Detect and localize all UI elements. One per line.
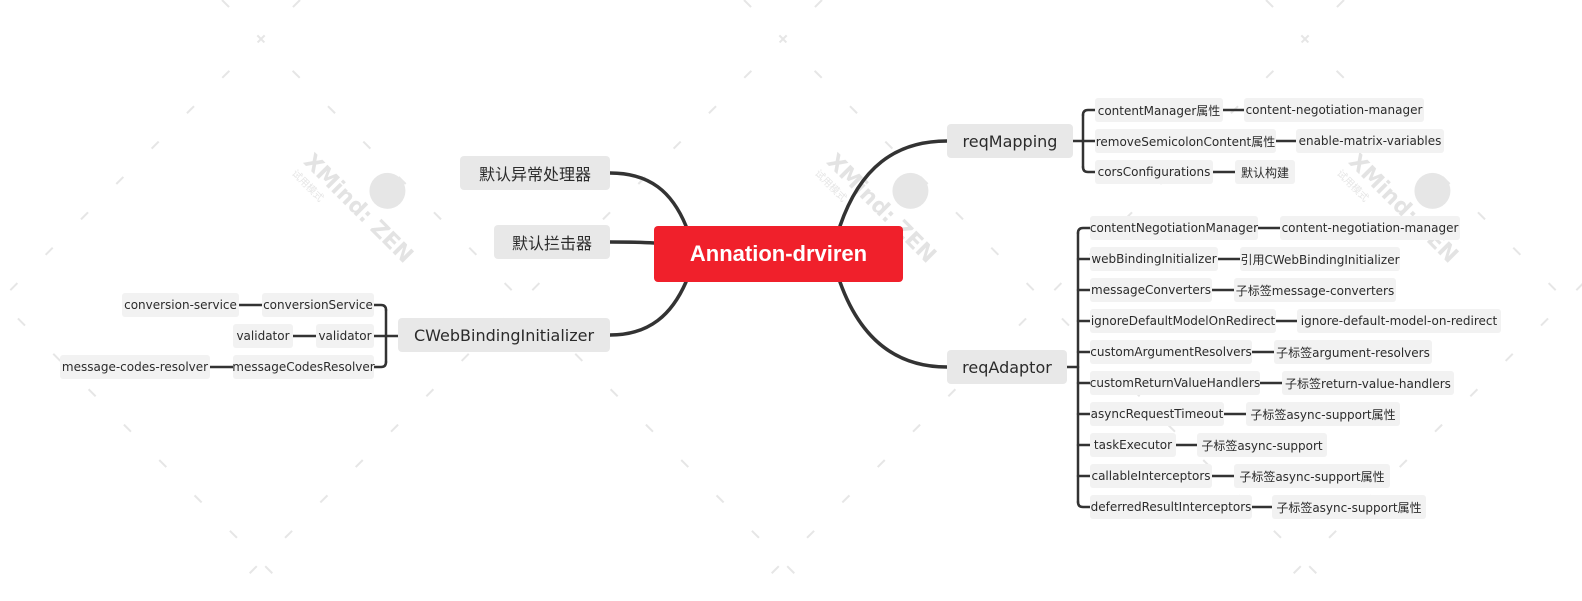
central-topic[interactable]: Annation-drviren [654,226,903,282]
value-async-support-attr-2[interactable]: 子标签async-support属性 [1234,464,1390,488]
connector-central-reqadaptor [838,280,949,369]
subtopic-messagecodesresolver[interactable]: messageCodesResolver [232,355,375,379]
subtopic-validator[interactable]: validator [316,324,374,348]
watermark-sub-text: 试用模式 [812,167,849,204]
subtopic-messageconverters[interactable]: messageConverters [1090,278,1212,302]
subtopic-deferredresultinterceptors[interactable]: deferredResultInterceptors [1090,495,1252,519]
value-async-support-attr-3[interactable]: 子标签async-support属性 [1272,495,1426,519]
subtopic-contentnegotiationmanager[interactable]: contentNegotiationManager [1090,216,1258,240]
value-message-converters[interactable]: 子标签message-converters [1234,278,1396,302]
subtopic-customargumentresolvers[interactable]: customArgumentResolvers [1090,340,1252,364]
bracket-cwebbinding-branch-0 [372,303,388,312]
connector-central-cwebbinding [608,280,688,337]
value-ref-cwebbindinginitializer[interactable]: 引用CWebBindingInitializer [1240,247,1400,271]
subtopic-contentmanager[interactable]: contentManager属性 [1095,98,1223,122]
value-validator[interactable]: validator [233,324,293,348]
subtopic-customreturnvaluehandlers[interactable]: customReturnValueHandlers [1090,371,1260,395]
topic-cwebbindinginitializer[interactable]: CWebBindingInitializer [398,318,610,352]
connector-central-interceptor [608,240,656,245]
subtopic-asyncrequesttimeout[interactable]: asyncRequestTimeout [1090,402,1224,426]
topic-reqmapping[interactable]: reqMapping [947,124,1073,158]
bracket-reqmapping-branch-2 [1081,165,1097,174]
value-message-codes-resolver[interactable]: message-codes-resolver [60,355,210,379]
value-enable-matrix-variables[interactable]: enable-matrix-variables [1296,129,1444,153]
value-default-build[interactable]: 默认构建 [1235,160,1295,184]
subtopic-ignoredefaultmodelonredirect[interactable]: ignoreDefaultModelOnRedirect [1090,309,1276,333]
subtopic-removesemicoloncontent[interactable]: removeSemicolonContent属性 [1095,129,1276,153]
bracket-reqadaptor-branch-9 [1076,500,1092,509]
watermark-x-icon [369,172,406,209]
subtopic-callableinterceptors[interactable]: callableInterceptors [1090,464,1212,488]
subtopic-webbindinginitializer[interactable]: webBindingInitializer [1090,247,1218,271]
value-argument-resolvers[interactable]: 子标签argument-resolvers [1274,340,1432,364]
watermark-sub-text: 试用模式 [1334,167,1371,204]
connector-central-exception-handler [608,171,688,228]
value-content-negotiation-manager-2[interactable]: content-negotiation-manager [1280,216,1460,240]
bracket-reqadaptor-branch-0 [1076,226,1092,235]
watermark-brand-text: XMind: ZEN [298,149,417,268]
connector-central-reqmapping [838,139,949,228]
value-async-support-attr-1[interactable]: 子标签async-support属性 [1246,402,1400,426]
bracket-cwebbinding-branch-2 [372,360,388,369]
watermark-sub-text: 试用模式 [289,167,326,204]
watermark-x-icon [892,172,929,209]
value-ignore-default-model-on-redirect[interactable]: ignore-default-model-on-redirect [1297,309,1501,333]
topic-reqadaptor[interactable]: reqAdaptor [947,350,1067,384]
value-content-negotiation-manager[interactable]: content-negotiation-manager [1244,98,1424,122]
subtopic-corsconfigurations[interactable]: corsConfigurations [1095,160,1213,184]
topic-default-exception-handler[interactable]: 默认异常处理器 [460,156,610,190]
watermark-x-icon [1414,172,1451,209]
value-return-value-handlers[interactable]: 子标签return-value-handlers [1282,371,1454,395]
topic-default-interceptor[interactable]: 默认拦击器 [494,225,610,259]
value-conversion-service[interactable]: conversion-service [122,293,239,317]
value-async-support[interactable]: 子标签async-support [1197,433,1327,457]
subtopic-conversionservice[interactable]: conversionService [262,293,374,317]
bracket-reqmapping-branch-0 [1081,108,1097,117]
subtopic-taskexecutor[interactable]: taskExecutor [1090,433,1176,457]
